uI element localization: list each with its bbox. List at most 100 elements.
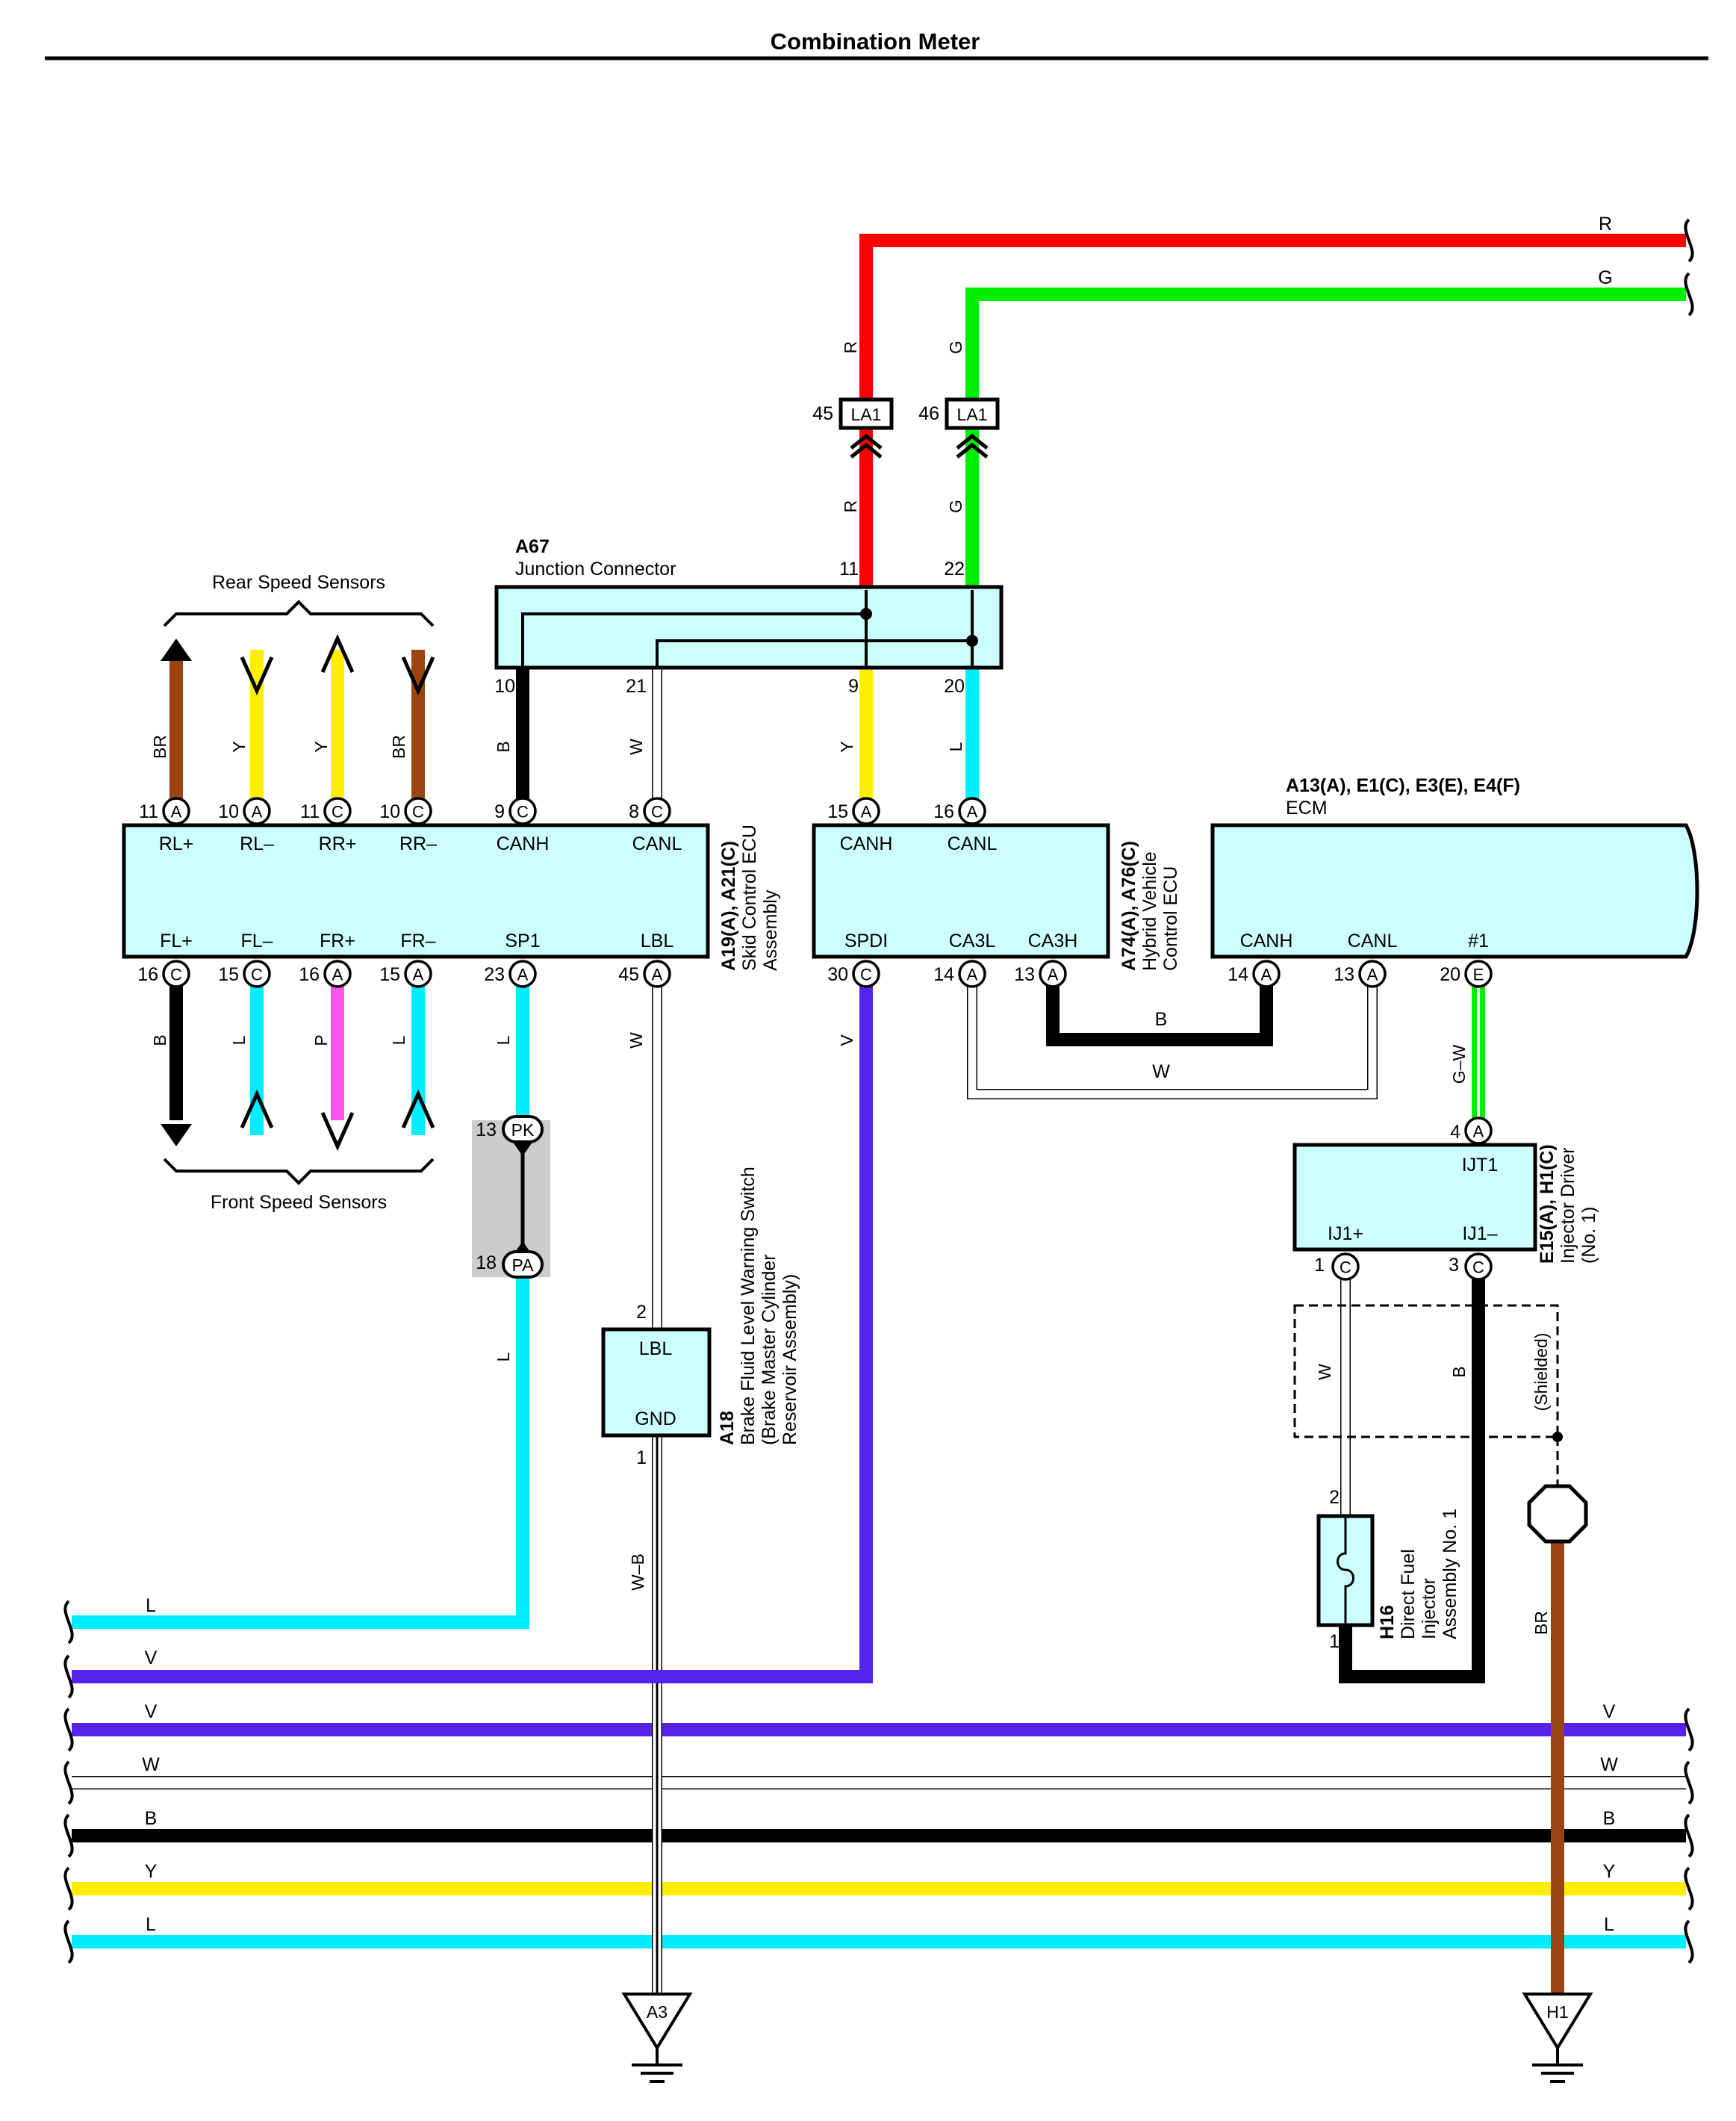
wire-w-ca3l-fill <box>968 974 1377 1099</box>
label-wb: W–B <box>628 1553 647 1591</box>
hv-bottom-pin-2-code: A <box>1048 966 1059 984</box>
shield-octagon <box>1527 1484 1588 1544</box>
la1-r-box <box>839 397 894 430</box>
skid-bottom-pin-3-code: A <box>413 966 424 984</box>
hv-bottom-pin-2-num: 13 <box>1014 964 1035 985</box>
skid-top-pin-0 <box>162 797 190 825</box>
ground-a3-label: A3 <box>647 2002 668 2022</box>
brake-switch-box <box>601 1327 712 1438</box>
label-w-ca3l: W <box>1152 1061 1170 1082</box>
bus-y-wave-right <box>1684 1866 1694 1911</box>
arrowhead-fl-plus <box>161 1124 192 1146</box>
junction-pin-22: 22 <box>944 559 965 580</box>
shield-node <box>1552 1432 1563 1442</box>
label-v-spdi: V <box>837 1034 856 1046</box>
brake-pin-top: 2 <box>636 1302 647 1323</box>
brake-name-3: Reservoir Assembly) <box>780 1274 800 1445</box>
injector-name-3: Assembly No. 1 <box>1440 1509 1460 1639</box>
brake-gnd-label: GND <box>635 1409 676 1429</box>
skid-top-label-1: RL– <box>240 833 274 854</box>
ground-h1-label: H1 <box>1546 2002 1568 2022</box>
bus-b-label-right: B <box>1603 1808 1616 1829</box>
label-br-2: BR <box>389 735 408 759</box>
label-l-pa: L <box>494 1352 513 1361</box>
skid-top-pin-1 <box>243 797 271 825</box>
pk-code: PK <box>511 1120 535 1140</box>
skid-bottom-label-3: FR– <box>400 931 435 951</box>
skid-ecu-box <box>122 823 710 959</box>
wavy-g <box>1684 272 1694 317</box>
ecm-bottom-pin-1 <box>1358 960 1387 988</box>
hv-top-pin-1-code: A <box>967 803 978 822</box>
hv-bottom-pin-1-num: 14 <box>933 964 954 985</box>
pa-code: PA <box>512 1255 535 1275</box>
skid-code: A19(A), A21(C) <box>718 841 739 971</box>
hv-ecu-box <box>812 823 1110 959</box>
injector-code: H16 <box>1377 1605 1398 1639</box>
injector-pin-bottom: 1 <box>1329 1631 1340 1652</box>
label-l-sp1: L <box>494 1035 513 1045</box>
injdrv-top-pin <box>1464 1117 1493 1145</box>
ecm-bottom-label-1: CANL <box>1348 931 1398 951</box>
label-g-top: G <box>1598 267 1612 288</box>
injdrv-ij1minus: IJ1– <box>1462 1223 1497 1244</box>
wire-b-ij1minus <box>1339 1267 1485 1683</box>
bus-wave-left-6 <box>63 1919 74 1964</box>
skid-bottom-pin-1 <box>243 960 271 988</box>
bus-l2-wave-right <box>1684 1919 1694 1964</box>
brake-pin-bottom: 1 <box>636 1447 647 1468</box>
bus-v2-label-right: V <box>1603 1701 1616 1722</box>
junction-pin-21: 21 <box>626 676 647 697</box>
skid-top-pin-3 <box>404 797 432 825</box>
skid-top-pin-5-code: C <box>651 803 663 822</box>
hv-code: A74(A), A76(C) <box>1119 841 1139 971</box>
hv-bottom-label-2: CA3H <box>1028 931 1078 951</box>
skid-top-label-5: CANL <box>632 833 682 854</box>
shielded-label: (Shielded) <box>1531 1333 1551 1412</box>
arrow-fl-minus <box>240 1089 274 1129</box>
ecm-bottom-pin-0-code: A <box>1261 966 1272 984</box>
skid-bottom-pin-0-num: 16 <box>137 964 158 985</box>
hv-top-pin-0-code: A <box>861 803 872 822</box>
junction-name: Junction Connector <box>515 559 676 580</box>
bus-wave-left-5 <box>63 1866 74 1911</box>
skid-bottom-pin-2-code: A <box>332 966 343 984</box>
label-l-fl: L <box>229 1035 249 1045</box>
pk-pin: 13 <box>476 1119 497 1140</box>
skid-bottom-pin-4-num: 23 <box>484 964 505 985</box>
label-r-below-la1: R <box>841 500 860 513</box>
injdrv-top-pin-code: A <box>1473 1122 1484 1141</box>
brake-name-2: (Brake Master Cylinder <box>759 1254 780 1445</box>
skid-bottom-pin-5 <box>643 960 671 988</box>
junction-pin-11: 11 <box>839 559 859 580</box>
hv-bottom-pin-1-code: A <box>967 966 978 984</box>
skid-name-1: Skid Control ECU <box>739 825 760 971</box>
bus-v2-label-left: V <box>145 1701 158 1722</box>
hv-bottom-pin-1 <box>958 960 986 988</box>
label-b-ca3h: B <box>1155 1009 1168 1030</box>
ecm-bottom-pin-1-code: A <box>1367 966 1378 984</box>
junction-internal-1 <box>521 612 866 668</box>
arrow-rr-plus <box>320 633 355 674</box>
label-l-hv: L <box>946 742 965 751</box>
injdrv-bottom-pin-1 <box>1464 1252 1493 1281</box>
injdrv-pin-top: 4 <box>1450 1122 1460 1143</box>
bus-b-wave-right <box>1684 1813 1694 1858</box>
arrow-fr-minus <box>401 1089 435 1129</box>
hv-name-1: Hybrid Vehicle <box>1139 851 1160 971</box>
hv-top-label-0: CANH <box>840 833 893 854</box>
la1-r-chev-2 <box>850 442 883 459</box>
ecm-bottom-pin-0-num: 14 <box>1228 964 1248 985</box>
bus-wave-left-0 <box>63 1600 74 1645</box>
brake-code: A18 <box>717 1411 738 1445</box>
hv-top-label-1: CANL <box>948 833 998 854</box>
junction-pin-10: 10 <box>494 676 515 697</box>
label-w-shield: W <box>1315 1364 1334 1380</box>
junction-pin-20: 20 <box>944 676 965 697</box>
junction-node-2 <box>966 635 978 647</box>
bus-w-label-left: W <box>142 1754 160 1775</box>
label-w-canl: W <box>626 739 646 755</box>
injdrv-code: E15(A), H1(C) <box>1537 1144 1558 1264</box>
